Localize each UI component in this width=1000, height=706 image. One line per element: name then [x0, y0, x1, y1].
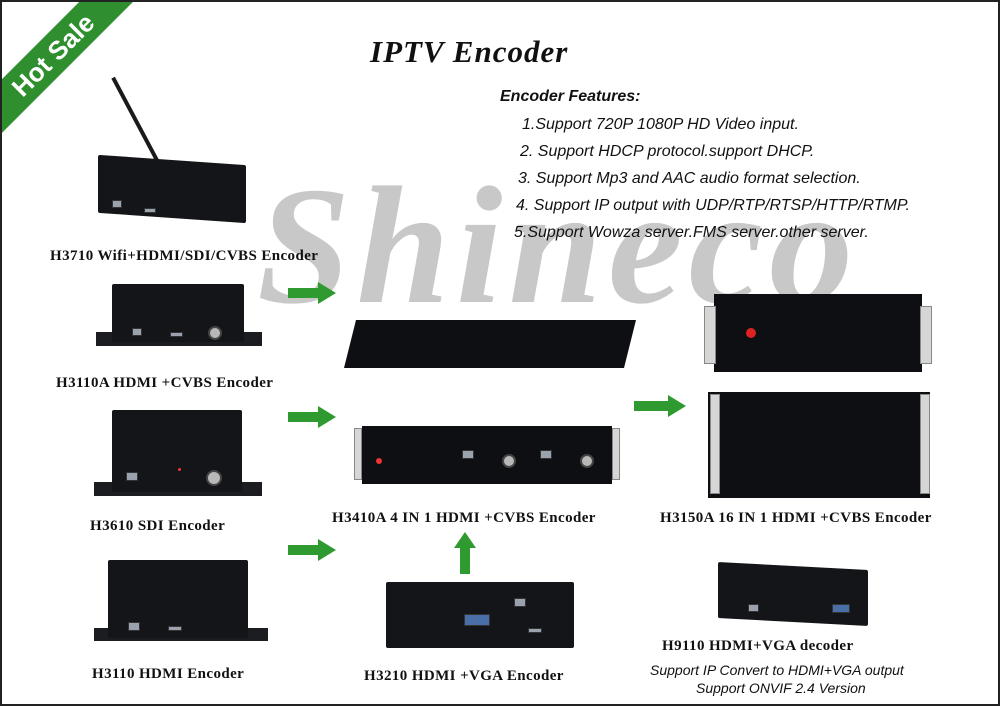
feature-item: 3. Support Mp3 and AAC audio format sele… [518, 170, 861, 187]
ethernet-port-icon [514, 598, 526, 607]
ethernet-port-icon [132, 328, 142, 336]
ethernet-port-icon [540, 450, 552, 459]
hdmi-port-icon [528, 628, 542, 633]
h3410a-label: H3410A 4 IN 1 HDMI +CVBS Encoder [332, 510, 596, 526]
ethernet-port-icon [128, 622, 140, 631]
right-arrow-icon [288, 282, 336, 304]
h9110-label: H9110 HDMI+VGA decoder [662, 638, 854, 654]
h9110-feature-2: Support ONVIF 2.4 Version [696, 680, 866, 696]
bnc-connector-icon [580, 454, 594, 468]
feature-item: 2. Support HDCP protocol.support DHCP. [520, 143, 815, 160]
ethernet-port-icon [112, 200, 122, 208]
page-title: IPTV Encoder [370, 34, 569, 69]
h3610-label: H3610 SDI Encoder [90, 518, 226, 534]
h3110-label: H3110 HDMI Encoder [92, 666, 245, 682]
up-arrow-icon [454, 532, 476, 574]
feature-item: 4. Support IP output with UDP/RTP/RTSP/H… [516, 197, 910, 214]
feature-item: 1.Support 720P 1080P HD Video input. [522, 116, 799, 133]
hdmi-port-icon [144, 208, 156, 213]
ethernet-port-icon [462, 450, 474, 459]
ethernet-port-icon [126, 472, 138, 481]
h3210-label: H3210 HDMI +VGA Encoder [364, 668, 564, 684]
bnc-connector-icon [502, 454, 516, 468]
hdmi-port-icon [170, 332, 183, 337]
h3150a-label: H3150A 16 IN 1 HDMI +CVBS Encoder [660, 510, 932, 526]
vga-port-icon [832, 604, 850, 613]
right-arrow-icon [288, 406, 336, 428]
h9110-feature-1: Support IP Convert to HDMI+VGA output [650, 662, 904, 678]
h3110a-label: H3110A HDMI +CVBS Encoder [56, 375, 274, 391]
h3710-label: H3710 Wifi+HDMI/SDI/CVBS Encoder [50, 248, 319, 264]
right-arrow-icon [288, 539, 336, 561]
hot-sale-badge: Hot Sale [2, 2, 134, 136]
feature-item: 5.Support Wowza server.FMS server.other … [514, 224, 869, 241]
bnc-connector-icon [206, 470, 222, 486]
right-arrow-icon [634, 395, 686, 417]
ethernet-port-icon [748, 604, 759, 612]
features-heading: Encoder Features: [500, 88, 641, 105]
hdmi-port-icon [168, 626, 182, 631]
vga-port-icon [464, 614, 490, 626]
bnc-connector-icon [208, 326, 222, 340]
